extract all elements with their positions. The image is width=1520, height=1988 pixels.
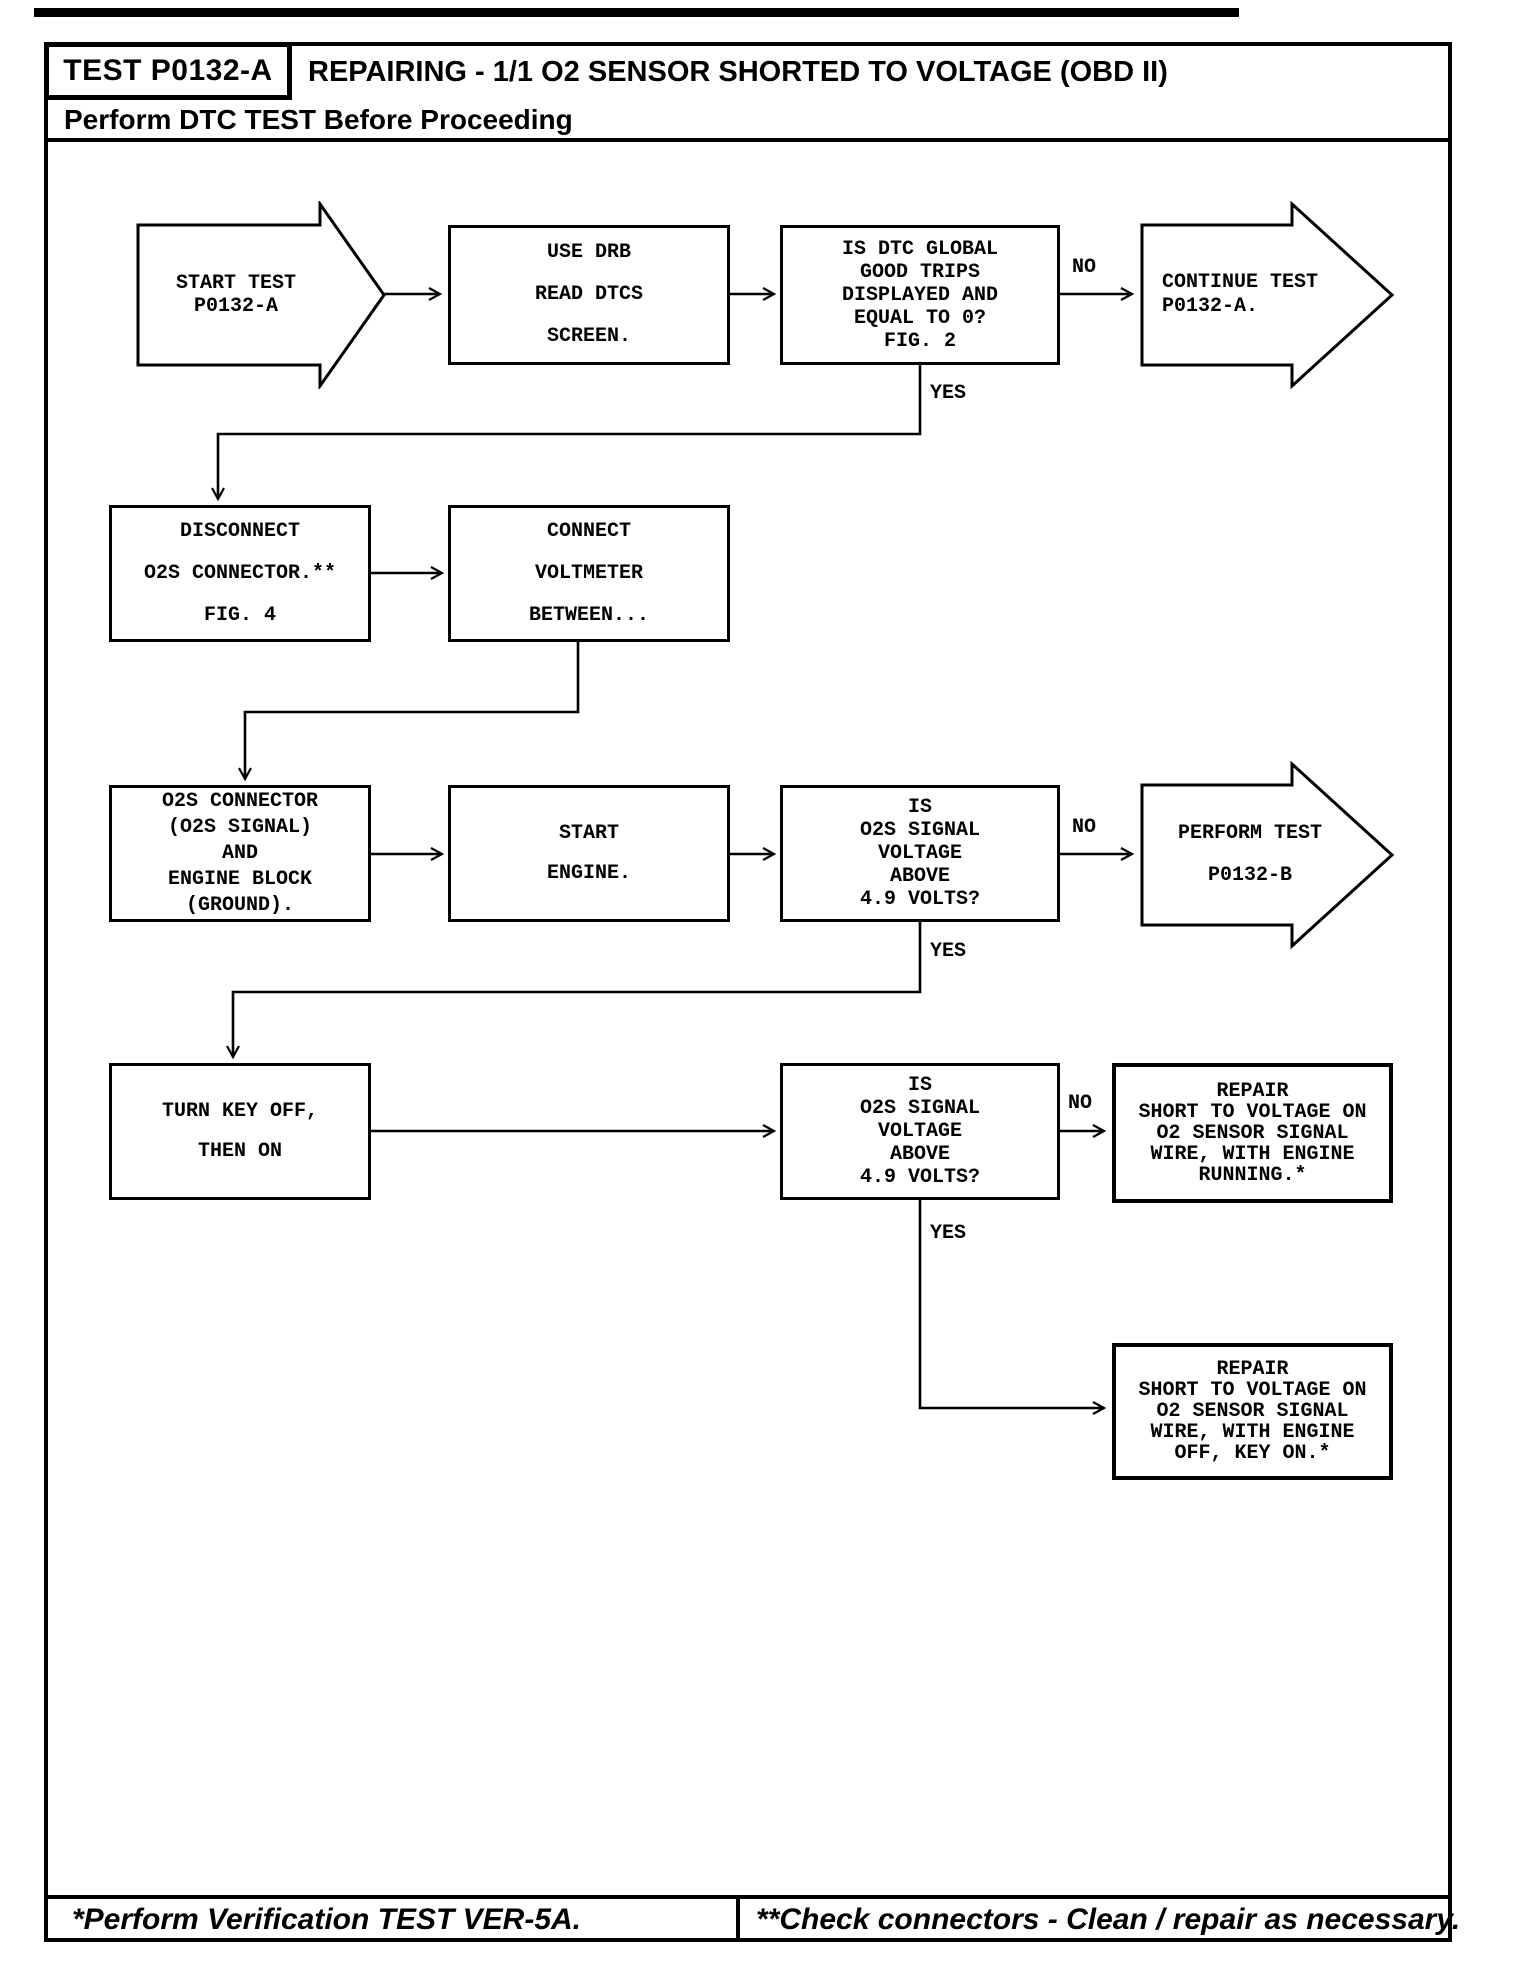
turn-key-label: TURN KEY OFF, THEN ON [161, 1099, 319, 1163]
branch-label-yes-3: YES [930, 1222, 967, 1245]
continue-arrow-shape [1140, 201, 1395, 389]
branch-label-no-1: NO [1072, 256, 1097, 279]
start-test-label: START TEST P0132-A [175, 272, 297, 318]
test-id-label: TEST P0132-A [63, 54, 273, 87]
flow-node-start-test: START TEST P0132-A [136, 201, 388, 389]
branch-label-no-2: NO [1072, 816, 1097, 839]
branch-label-no-3: NO [1068, 1092, 1093, 1115]
flow-node-is-signal-voltage-2: IS O2S SIGNAL VOLTAGE ABOVE 4.9 VOLTS? [780, 1063, 1060, 1200]
flow-node-is-signal-voltage-1: IS O2S SIGNAL VOLTAGE ABOVE 4.9 VOLTS? [780, 785, 1060, 922]
perform-test-label: PERFORM TEST P0132-B [1177, 822, 1323, 887]
start-arrow-shape [136, 201, 386, 389]
perform-arrow-shape [1140, 761, 1395, 949]
flow-node-is-dtc-global: IS DTC GLOBAL GOOD TRIPS DISPLAYED AND E… [780, 225, 1060, 365]
start-engine-label: START ENGINE. [546, 821, 631, 885]
flow-node-perform-test: PERFORM TEST P0132-B [1140, 761, 1396, 949]
flow-node-continue-test: CONTINUE TEST P0132-A. [1140, 201, 1396, 389]
scan-edge-artifact [34, 8, 1239, 17]
flow-node-disconnect-o2s: DISCONNECT O2S CONNECTOR.** FIG. 4 [109, 505, 371, 642]
flow-node-use-drb: USE DRB READ DTCS SCREEN. [448, 225, 730, 365]
repair-engine-running-label: REPAIR SHORT TO VOLTAGE ON O2 SENSOR SIG… [1138, 1079, 1367, 1187]
branch-label-yes-2: YES [930, 940, 967, 963]
is-signal-voltage-2-label: IS O2S SIGNAL VOLTAGE ABOVE 4.9 VOLTS? [859, 1074, 981, 1189]
use-drb-label: USE DRB READ DTCS SCREEN. [534, 241, 644, 348]
flow-node-o2s-connector: O2S CONNECTOR (O2S SIGNAL) AND ENGINE BL… [109, 785, 371, 922]
flow-node-connect-voltmeter: CONNECT VOLTMETER BETWEEN... [448, 505, 730, 642]
header-divider [44, 138, 1452, 142]
flow-node-turn-key: TURN KEY OFF, THEN ON [109, 1063, 371, 1200]
disconnect-o2s-label: DISCONNECT O2S CONNECTOR.** FIG. 4 [143, 519, 337, 627]
repair-key-on-label: REPAIR SHORT TO VOLTAGE ON O2 SENSOR SIG… [1138, 1358, 1367, 1465]
is-signal-voltage-1-label: IS O2S SIGNAL VOLTAGE ABOVE 4.9 VOLTS? [859, 796, 981, 911]
o2s-connector-label: O2S CONNECTOR (O2S SIGNAL) AND ENGINE BL… [161, 789, 319, 917]
page-subtitle: Perform DTC TEST Before Proceeding [64, 104, 573, 135]
footer-connectors-note: **Check connectors - Clean / repair as n… [756, 1903, 1461, 1936]
flow-node-start-engine: START ENGINE. [448, 785, 730, 922]
footer-verification-note: *Perform Verification TEST VER-5A. [72, 1903, 582, 1936]
page-title: REPAIRING - 1/1 O2 SENSOR SHORTED TO VOL… [308, 56, 1168, 88]
test-id-box: TEST P0132-A [44, 42, 292, 100]
footer-cell-divider [736, 1895, 740, 1942]
connect-voltmeter-label: CONNECT VOLTMETER BETWEEN... [528, 519, 650, 627]
flow-node-repair-key-on: REPAIR SHORT TO VOLTAGE ON O2 SENSOR SIG… [1112, 1343, 1393, 1480]
flow-node-repair-engine-running: REPAIR SHORT TO VOLTAGE ON O2 SENSOR SIG… [1112, 1063, 1393, 1203]
branch-label-yes-1: YES [930, 382, 967, 405]
footer-divider-line [44, 1895, 1452, 1899]
continue-test-label: CONTINUE TEST P0132-A. [1162, 271, 1319, 318]
is-dtc-global-label: IS DTC GLOBAL GOOD TRIPS DISPLAYED AND E… [841, 237, 999, 353]
